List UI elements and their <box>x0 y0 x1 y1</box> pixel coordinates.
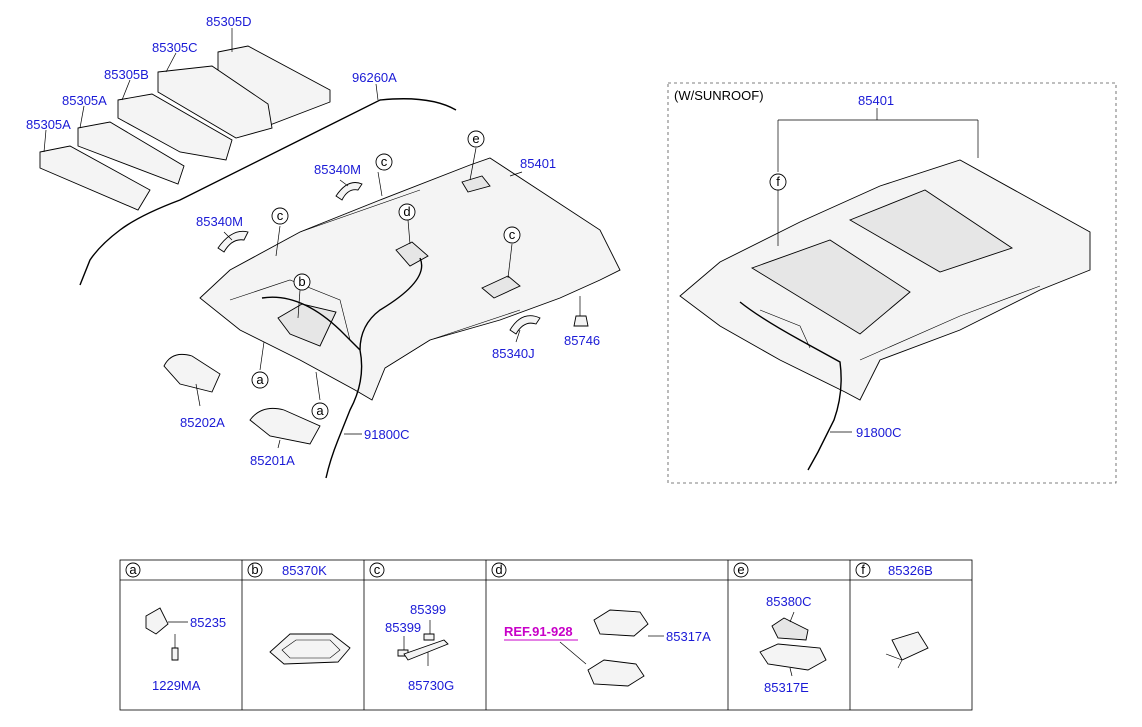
svg-text:e: e <box>737 562 744 577</box>
callout-a-1: a <box>251 371 269 389</box>
label-85317A: 85317A <box>666 629 711 644</box>
panel-85305C[interactable] <box>157 65 273 139</box>
headliner-sunroof[interactable] <box>679 159 1091 401</box>
label-85202A: 85202A <box>180 415 225 430</box>
label-85305A-lower: 85305A <box>26 117 71 132</box>
table-header-b: b <box>247 562 263 578</box>
room-lamp-85370K[interactable] <box>269 633 351 665</box>
svg-text:b: b <box>298 274 305 289</box>
svg-text:b: b <box>251 562 258 577</box>
callout-e-1: e <box>467 130 485 148</box>
antenna-cable-96260A[interactable] <box>79 98 457 286</box>
svg-text:c: c <box>374 562 381 577</box>
label-85399-b: 85399 <box>385 620 421 635</box>
panel-leaders <box>43 28 379 153</box>
lamp-85317E[interactable] <box>759 643 827 671</box>
svg-text:c: c <box>381 154 388 169</box>
table-header-part-85326B: 85326B <box>888 563 933 578</box>
svg-text:f: f <box>776 174 780 189</box>
rear-recess-e <box>461 175 491 193</box>
label-85340J: 85340J <box>492 346 535 361</box>
headliner-main[interactable] <box>199 157 621 401</box>
callout-c-3: c <box>503 226 521 244</box>
label-85305B: 85305B <box>104 67 149 82</box>
sunvisor-85202A[interactable] <box>163 353 221 393</box>
callout-f-1: f <box>769 173 787 191</box>
label-85317E: 85317E <box>764 680 809 695</box>
svg-text:f: f <box>861 562 865 577</box>
svg-text:a: a <box>316 403 324 418</box>
wire-harness-91800C-sunroof[interactable] <box>739 301 842 471</box>
clip-85746[interactable] <box>573 315 589 327</box>
overhead-console-85317A[interactable] <box>593 609 649 637</box>
label-85730G: 85730G <box>408 678 454 693</box>
callout-c-1: c <box>375 153 393 171</box>
clip-85399-a[interactable] <box>423 633 435 641</box>
label-85201A: 85201A <box>250 453 295 468</box>
lens-85380C[interactable] <box>771 617 809 641</box>
label-85399-a: 85399 <box>410 602 446 617</box>
table-header-part-85370K: 85370K <box>282 563 327 578</box>
panel-85305A-lower[interactable] <box>39 145 151 211</box>
svg-text:a: a <box>256 372 264 387</box>
svg-text:e: e <box>472 131 479 146</box>
dome-lamp-recess-d <box>395 241 429 267</box>
grab-handle-85340M-lower[interactable] <box>217 230 249 253</box>
callout-b-1: b <box>293 273 311 291</box>
label-85340M-upper: 85340M <box>314 162 361 177</box>
label-85235: 85235 <box>190 615 226 630</box>
label-85401-sunroof: 85401 <box>858 93 894 108</box>
label-96260A: 96260A <box>352 70 397 85</box>
svg-text:c: c <box>277 208 284 223</box>
label-85340M-lower: 85340M <box>196 214 243 229</box>
label-sunroof-title: (W/SUNROOF) <box>674 88 764 103</box>
main-leaders <box>195 147 581 449</box>
label-85746: 85746 <box>564 333 600 348</box>
wire-harness-91800C[interactable] <box>261 296 363 479</box>
strap-85730G[interactable] <box>403 639 449 661</box>
label-85305A-upper: 85305A <box>62 93 107 108</box>
sunroof-leaders <box>777 108 979 433</box>
clip-85326B[interactable] <box>891 631 929 661</box>
callout-d-1: d <box>398 203 416 221</box>
table-header-c: c <box>369 562 385 578</box>
callout-a-2: a <box>311 402 329 420</box>
svg-text:d: d <box>495 562 502 577</box>
label-1229MA: 1229MA <box>152 678 201 693</box>
table-header-f: f <box>855 562 871 578</box>
panel-85305A-upper[interactable] <box>77 121 185 185</box>
overhead-console-base[interactable] <box>587 659 645 687</box>
label-91800C-sunroof: 91800C <box>856 425 902 440</box>
sunvisor-85201A[interactable] <box>249 407 321 445</box>
grab-handle-85340M-upper[interactable] <box>335 182 363 201</box>
grab-handle-85340J[interactable] <box>509 315 541 335</box>
bracket-85235[interactable] <box>145 607 169 635</box>
svg-text:a: a <box>129 562 137 577</box>
sunroof-variant-box <box>667 82 1117 484</box>
label-85305C: 85305C <box>152 40 198 55</box>
svg-text:d: d <box>403 204 410 219</box>
callout-c-2: c <box>271 207 289 225</box>
label-85401-main: 85401 <box>520 156 556 171</box>
svg-text:c: c <box>509 227 516 242</box>
detail-table <box>119 559 973 711</box>
label-91800C-main: 91800C <box>364 427 410 442</box>
panel-85305B[interactable] <box>117 93 233 161</box>
label-85305D: 85305D <box>206 14 252 29</box>
roof-insulation-panels <box>39 45 331 211</box>
sunroof-opening-front <box>750 239 911 335</box>
table-header-d: d <box>491 562 507 578</box>
sunroof-opening-rear <box>848 189 1014 273</box>
dome-lamp-recess-c <box>481 275 521 299</box>
label-85380C: 85380C <box>766 594 812 609</box>
ref-91-928[interactable]: REF.91-928 <box>504 624 573 639</box>
table-header-e: e <box>733 562 749 578</box>
screw-1229MA[interactable] <box>171 647 179 661</box>
table-header-a: a <box>125 562 141 578</box>
